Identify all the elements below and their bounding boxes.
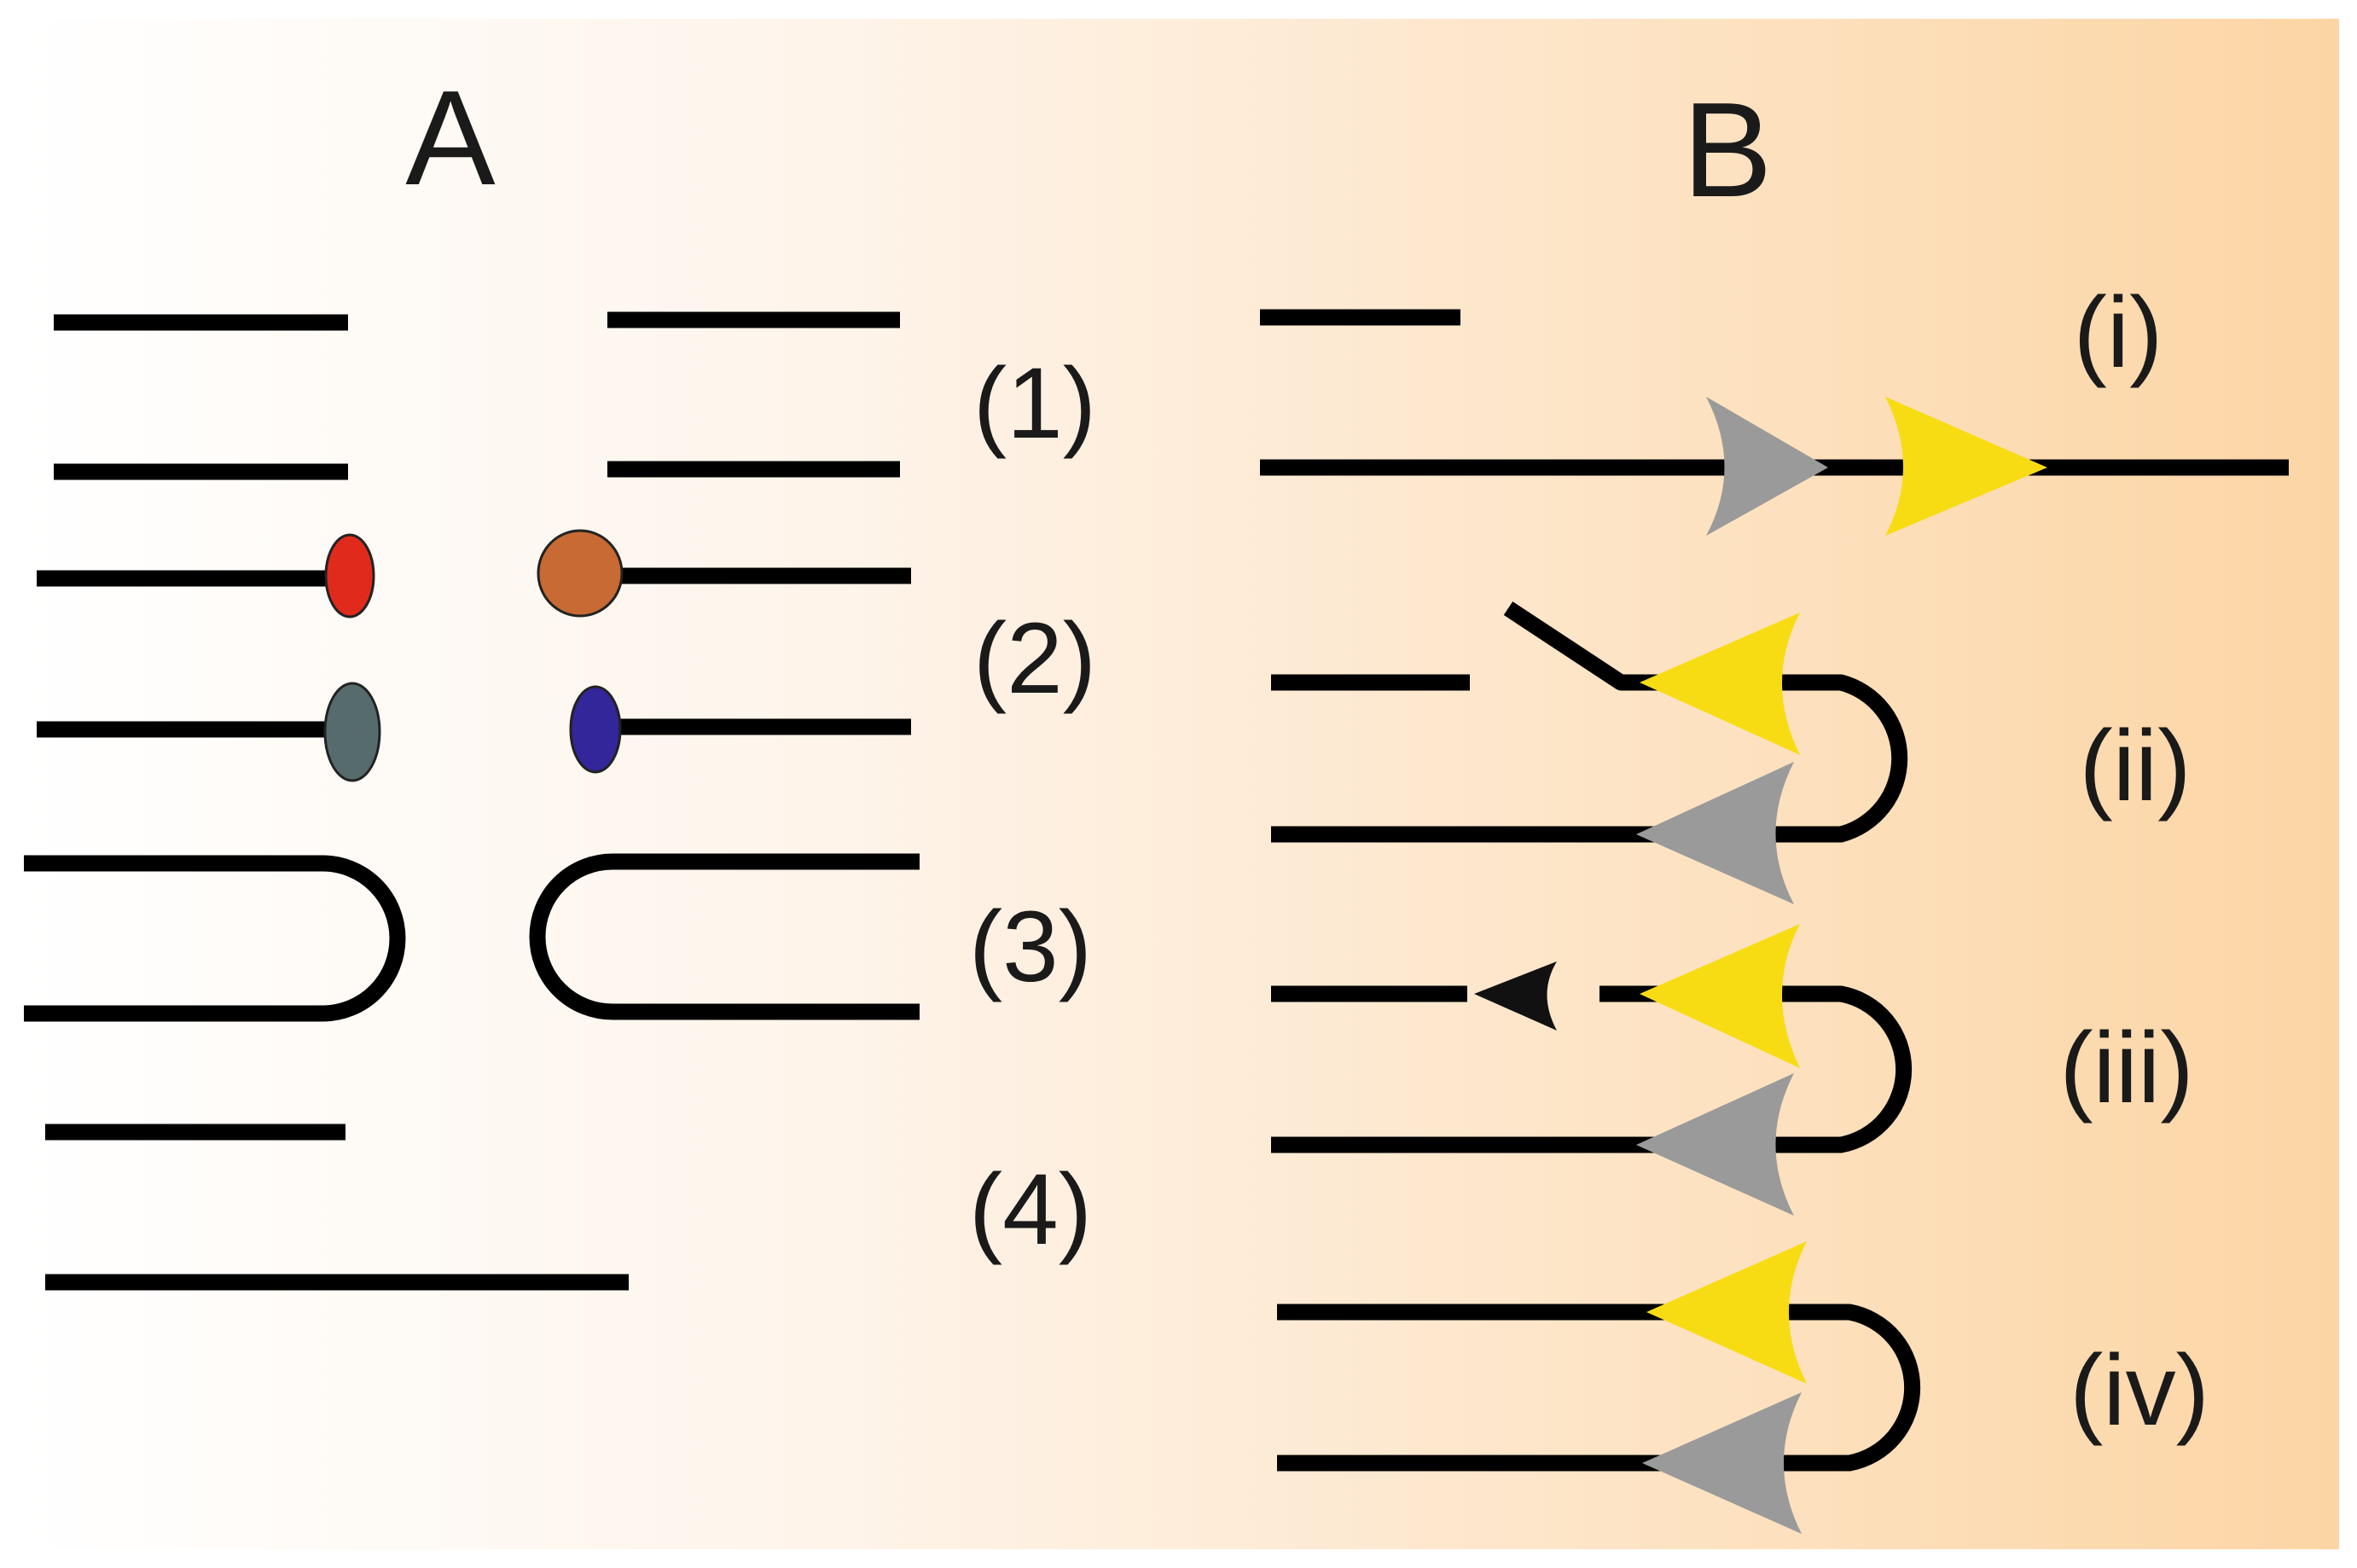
- step-label-3: (3): [969, 891, 1092, 1003]
- panel-label-b: B: [1682, 75, 1772, 225]
- hairpin-right: [529, 853, 920, 1020]
- arrowhead-yellow: [1640, 613, 1800, 755]
- arrowhead-yellow: [1646, 1241, 1807, 1384]
- panel-a-row-2: [37, 529, 911, 782]
- step-label-iii: (iii): [2059, 1012, 2193, 1124]
- arrowhead-gray: [1706, 397, 1828, 536]
- step-label-4: (4): [969, 1153, 1092, 1266]
- arrowhead-gray: [1636, 1073, 1794, 1216]
- displaced-strand: [1271, 601, 1908, 843]
- hairpin: [1271, 985, 1913, 1153]
- panel-b-row-i: [1260, 309, 2289, 536]
- end-modification-red: [324, 533, 375, 618]
- panel-b-row-iii: [1271, 924, 1913, 1216]
- end-modification-blue: [569, 685, 622, 774]
- step-label-2: (2): [973, 602, 1096, 715]
- step-label-i: (i): [2074, 276, 2163, 389]
- panel-a: (1) (2) (3) (4): [24, 311, 1096, 1291]
- background: [22, 19, 2339, 1549]
- panel-b-row-ii: [1271, 601, 1908, 904]
- panel-b-row-iv: [1277, 1241, 1921, 1534]
- panel-a-row-1: [54, 311, 900, 480]
- hairpin-left: [24, 855, 406, 1022]
- step-label-iv: (iv): [2070, 1334, 2209, 1447]
- arrowhead-yellow: [1885, 397, 2047, 536]
- panel-a-row-4: [45, 1124, 629, 1291]
- panel-label-a: A: [405, 63, 496, 213]
- step-label-ii: (ii): [2079, 710, 2191, 822]
- hairpin: [1277, 1304, 1921, 1472]
- step-label-1: (1): [973, 347, 1096, 460]
- panel-a-row-3: [24, 853, 920, 1022]
- end-modification-slate: [323, 682, 381, 782]
- end-modification-orange: [537, 529, 624, 618]
- arrowhead-black: [1474, 961, 1557, 1031]
- arrowhead-yellow: [1640, 924, 1800, 1068]
- arrowhead-gray: [1636, 762, 1794, 904]
- arrowhead-gray: [1642, 1392, 1802, 1534]
- panel-b: (i) (ii) (iii) (iv): [1260, 276, 2289, 1534]
